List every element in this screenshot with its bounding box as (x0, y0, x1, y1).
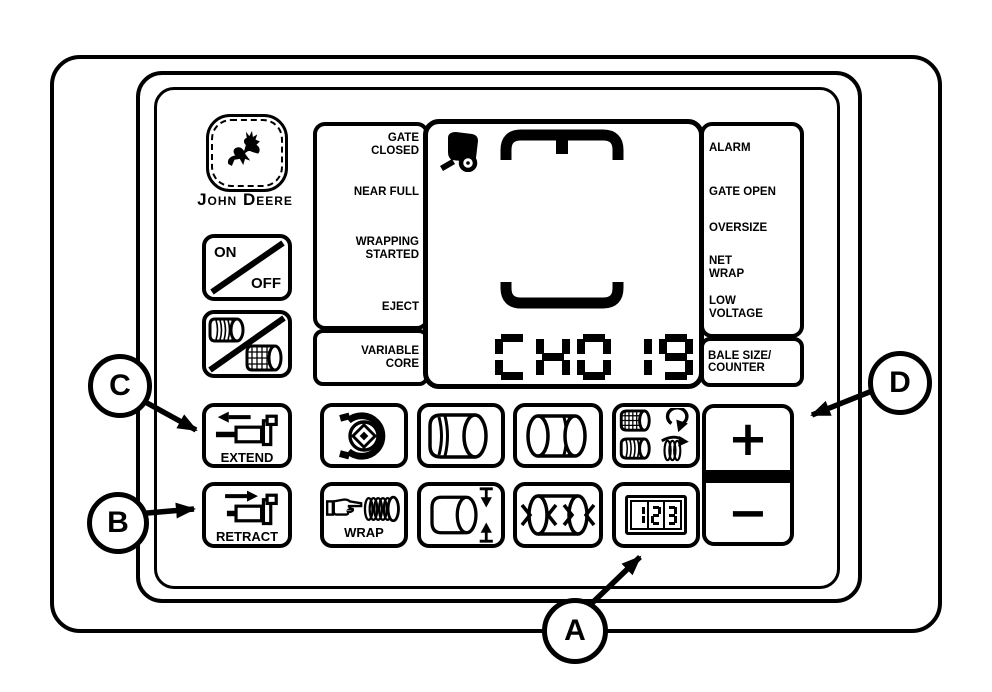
bale-compress-button[interactable] (513, 482, 603, 548)
bale-diameter-icon (430, 487, 493, 543)
minus-button[interactable]: − (706, 483, 790, 542)
callout-b-label: B (107, 506, 129, 539)
counter-value (635, 505, 677, 525)
hand-coil-icon (325, 495, 400, 523)
actuator-retract-icon (225, 490, 278, 526)
bale-size-counter-panel: BALE SIZE/ COUNTER (700, 337, 804, 387)
bale-core-left-button[interactable] (417, 403, 505, 468)
power-diagonal-icon (210, 240, 285, 295)
extend-button[interactable]: EXTEND (202, 403, 292, 468)
bale-diameter-button[interactable] (417, 482, 505, 548)
twine-arm-icon (339, 411, 386, 460)
indicator-near-full: NEAR FULL (353, 186, 419, 198)
left-indicator-panel: GATE CLOSED NEAR FULL WRAPPING STARTED E… (313, 122, 429, 330)
baler-icon (440, 132, 478, 172)
bale-core-right-icon (526, 413, 587, 458)
callout-c: C (88, 354, 152, 418)
retract-label: RETRACT (215, 529, 279, 544)
digit-separator (646, 502, 649, 528)
indicator-wrapping-started: WRAPPING STARTED (355, 236, 419, 261)
power-button[interactable]: ON OFF (202, 234, 292, 301)
plus-minus-divider (702, 470, 794, 483)
indicator-variable-core: VARIABLE CORE (361, 345, 419, 370)
plus-minus-group: + − (702, 404, 794, 546)
indicator-gate-open: GATE OPEN (709, 186, 776, 198)
lcd-display (423, 119, 704, 389)
indicator-eject: EJECT (381, 301, 419, 313)
deer-icon (227, 130, 260, 166)
wrap-count-icon (619, 407, 689, 461)
bale-core-left-icon (428, 412, 488, 459)
counter-digits-icon (625, 495, 687, 535)
indicator-net-wrap: NET WRAP (709, 255, 745, 280)
wrap-count-button[interactable] (612, 403, 700, 468)
right-indicator-panel: ALARM GATE OPEN OVERSIZE NET WRAP LOW VO… (700, 122, 804, 338)
callout-d: D (868, 351, 932, 415)
indicator-alarm: ALARM (709, 142, 751, 154)
gate-segment-icon (500, 129, 624, 160)
retract-button[interactable]: RETRACT (202, 482, 292, 548)
callout-a-label: A (564, 614, 586, 647)
callout-a: A (542, 598, 608, 664)
minus-label: − (727, 484, 769, 541)
callout-c-label: C (109, 369, 131, 402)
console-middle-frame (136, 71, 862, 603)
net-wraps-icon (619, 407, 689, 432)
callout-b: B (87, 492, 149, 554)
variable-core-panel: VARIABLE CORE (313, 329, 429, 386)
console-inner-frame (154, 87, 840, 589)
bale-compress-icon (520, 494, 596, 536)
bale-counter-button[interactable] (612, 482, 700, 548)
plus-button[interactable]: + (706, 408, 790, 470)
wrap-button[interactable]: WRAP (320, 482, 408, 548)
indicator-bale-size-counter: BALE SIZE/ COUNTER (708, 349, 772, 375)
digit-separator (662, 502, 665, 528)
extend-label: EXTEND (220, 449, 274, 465)
wrap-label: WRAP (344, 525, 384, 540)
twine-net-toggle-button[interactable] (202, 310, 292, 378)
logo-dashed-ring (211, 119, 283, 187)
console-outer-frame (50, 55, 942, 633)
toggle-diagonal-icon (208, 315, 286, 373)
indicator-low-voltage: LOW VOLTAGE (709, 295, 763, 320)
callout-d-label: D (889, 366, 911, 399)
twine-bale-icon (208, 317, 245, 343)
net-bale-icon (245, 344, 283, 372)
twine-arm-button[interactable] (320, 403, 408, 468)
brand-text: John Deere (197, 190, 293, 209)
actuator-extend-icon (215, 411, 278, 446)
lcd-value (495, 334, 693, 380)
twine-wraps-icon (619, 435, 689, 461)
plus-label: + (727, 411, 769, 467)
indicator-oversize: OVERSIZE (709, 222, 768, 234)
john-deere-logo (206, 114, 288, 192)
bale-segment-icon (500, 282, 624, 309)
indicator-gate-closed: GATE CLOSED (371, 132, 419, 157)
on-label: ON (214, 244, 237, 261)
off-label: OFF (251, 275, 281, 292)
bale-core-right-button[interactable] (513, 403, 603, 468)
